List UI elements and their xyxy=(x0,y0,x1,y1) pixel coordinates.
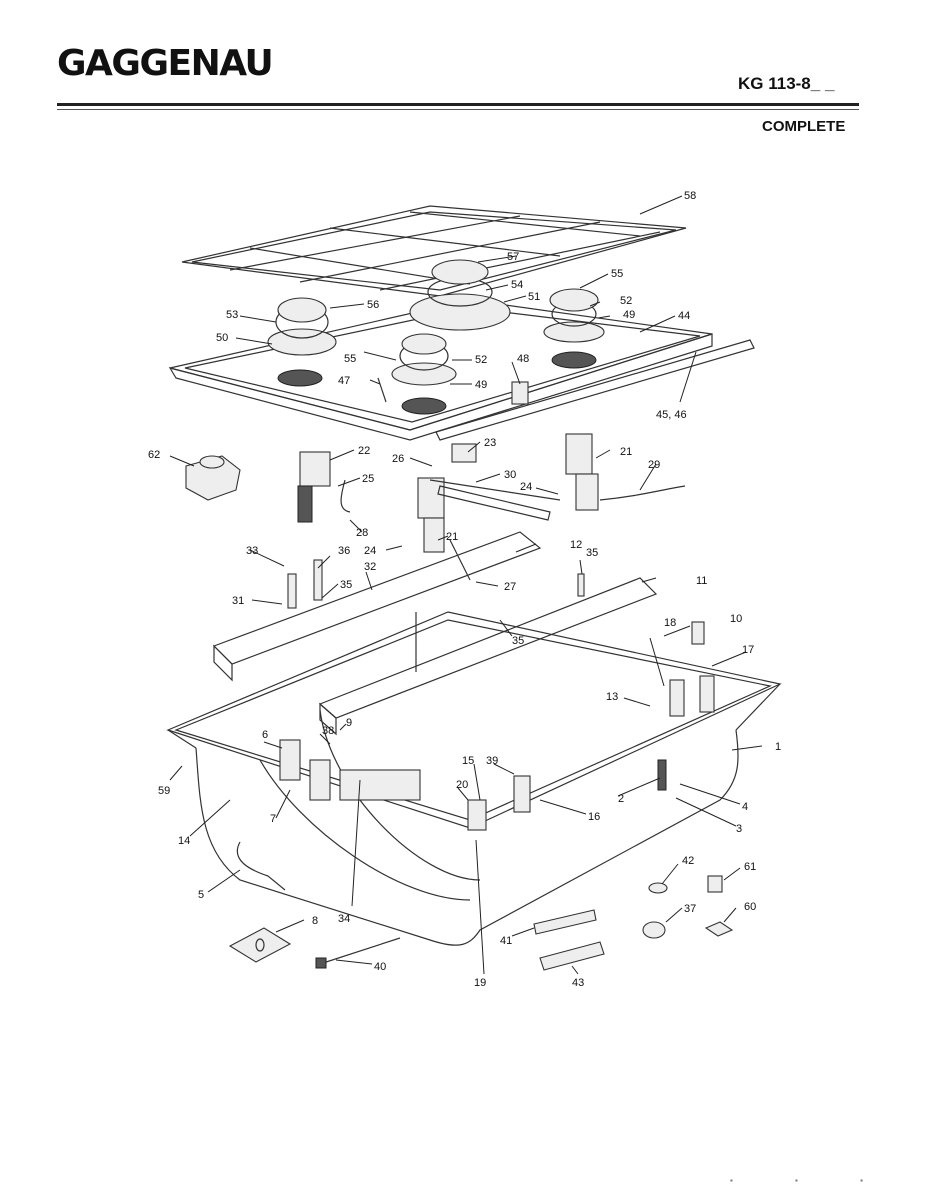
callout-label: 49 xyxy=(623,309,635,321)
callout-label: 50 xyxy=(216,332,228,344)
diagram-subtitle: COMPLETE xyxy=(762,118,846,135)
callout-label: 2 xyxy=(618,793,624,805)
callout-label: 13 xyxy=(606,691,618,703)
hob-top xyxy=(168,299,755,441)
callout-label: 8 xyxy=(312,915,318,927)
callout-label: 59 xyxy=(158,785,170,797)
callout-label: 22 xyxy=(358,445,370,457)
callout-label: 14 xyxy=(178,835,190,847)
callout-label: 24 xyxy=(520,481,532,493)
callout-label: 57 xyxy=(507,251,519,263)
callout-label: 21 xyxy=(446,531,458,543)
callout-label: 35 xyxy=(340,579,352,591)
gas-valves xyxy=(185,433,686,581)
callout-label: 47 xyxy=(338,375,350,387)
callout-label: 35 xyxy=(512,635,524,647)
callout-label: 3 xyxy=(736,823,742,835)
callout-label: 19 xyxy=(474,977,486,989)
callout-label: 40 xyxy=(374,961,386,973)
callout-label: 56 xyxy=(367,299,379,311)
callout-label: 26 xyxy=(392,453,404,465)
callout-label: 55 xyxy=(611,268,623,280)
callout-label: 34 xyxy=(338,913,350,925)
scan-artifacts: ▪ ▪ ▪ xyxy=(730,1176,893,1185)
callout-label: 9 xyxy=(346,717,352,729)
callout-label: 10 xyxy=(730,613,742,625)
pan-grate xyxy=(181,205,687,297)
loose-parts xyxy=(228,621,734,971)
model-number: KG 113-8_ _ xyxy=(738,74,835,93)
callout-label: 25 xyxy=(362,473,374,485)
callout-label: 36 xyxy=(338,545,350,557)
callout-label: 39 xyxy=(486,755,498,767)
callout-label: 48 xyxy=(517,353,529,365)
callout-label: 15 xyxy=(462,755,474,767)
callout-label: 51 xyxy=(528,291,540,303)
callout-label: 23 xyxy=(484,437,496,449)
support-rails xyxy=(212,531,658,736)
callout-label: 54 xyxy=(511,279,523,291)
leader-lines xyxy=(169,195,763,975)
burners xyxy=(267,259,605,415)
callout-label: 44 xyxy=(678,310,690,322)
callout-label: 52 xyxy=(620,295,632,307)
callout-label: 43 xyxy=(572,977,584,989)
callout-label: 28 xyxy=(356,527,368,539)
callout-label: 20 xyxy=(456,779,468,791)
callout-label: 55 xyxy=(344,353,356,365)
callout-label: 11 xyxy=(696,575,707,587)
callout-label: 38 xyxy=(322,725,334,737)
callout-label: 62 xyxy=(148,449,160,461)
callout-label: 18 xyxy=(664,617,676,629)
callout-label: 17 xyxy=(742,644,754,656)
callout-label: 31 xyxy=(232,595,244,607)
callout-label: 30 xyxy=(504,469,516,481)
callout-label: 52 xyxy=(475,354,487,366)
callout-label: 12 xyxy=(570,539,582,551)
main-tray xyxy=(166,611,782,946)
callout-label: 4 xyxy=(742,801,748,813)
callout-label: 58 xyxy=(684,190,696,202)
callout-label: 37 xyxy=(684,903,696,915)
callout-label: 29 xyxy=(648,459,660,471)
callout-label: 32 xyxy=(364,561,376,573)
callout-label: 53 xyxy=(226,309,238,321)
callout-label: 27 xyxy=(504,581,516,593)
callout-label: 24 xyxy=(364,545,376,557)
callout-label: 45, 46 xyxy=(656,409,687,421)
callout-labels: 58 57 55 54 51 56 53 52 49 44 50 55 52 4… xyxy=(148,190,781,989)
header-rule-thin xyxy=(57,109,859,110)
callout-label: 42 xyxy=(682,855,694,867)
brand-logo: GAGGENAU xyxy=(57,43,274,84)
header-rule xyxy=(57,103,859,106)
callout-label: 21 xyxy=(620,446,632,458)
callout-label: 61 xyxy=(744,861,756,873)
callout-label: 33 xyxy=(246,545,258,557)
callout-label: 49 xyxy=(475,379,487,391)
callout-label: 41 xyxy=(500,935,512,947)
callout-label: 16 xyxy=(588,811,600,823)
callout-label: 6 xyxy=(262,729,268,741)
callout-label: 7 xyxy=(270,813,276,825)
callout-label: 1 xyxy=(775,741,781,753)
callout-label: 35 xyxy=(586,547,598,559)
callout-label: 5 xyxy=(198,889,204,901)
callout-label: 60 xyxy=(744,901,756,913)
